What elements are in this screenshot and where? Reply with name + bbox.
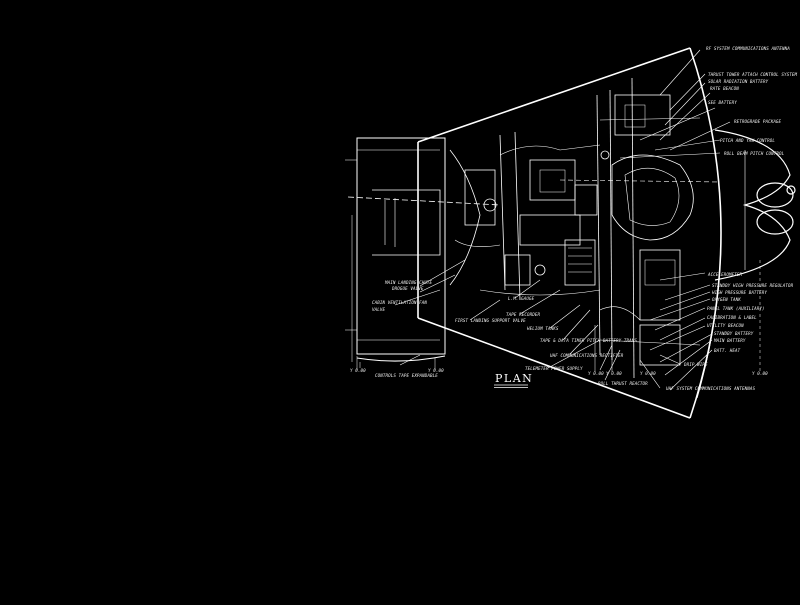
station-marker: Y 0.00	[588, 371, 604, 376]
label-right: UTILITY BEACON	[707, 323, 744, 328]
center-labels: FIRST LANDING SUPPORT VALVE L.M. GAUGE T…	[455, 296, 755, 391]
station-lines	[356, 260, 761, 372]
station-marker: Y 0.00	[350, 368, 366, 373]
label-bottom-left: CONTROLS TAPE EXPANDABLE	[375, 373, 438, 378]
label-right: BATT. HEAT	[714, 348, 741, 353]
station-marker: Y 0.00	[640, 371, 656, 376]
label-center: TELEMETER POWER SUPPLY	[525, 366, 583, 371]
label-left: CABIN VENTILATION FAN	[372, 300, 427, 305]
label-right: SOLAR RADIATION BATTERY	[708, 79, 769, 84]
label-right: ROLL BEAM PITCH CONTROL	[724, 151, 785, 156]
label-center: UHF COMMUNICATIONS RECTIFIER	[550, 353, 624, 358]
station-marker: Y 0.00	[752, 371, 768, 376]
leader-lines-center	[394, 259, 681, 389]
label-right: SEE BATTERY	[708, 100, 737, 105]
antenna-canister	[345, 137, 501, 368]
station-markers: Y 0.00 Y 0.00 Y 0.00 Y 0.00 Y 0.00 Y 0.0…	[350, 368, 768, 376]
label-center: TAPE RECORDER	[506, 312, 540, 317]
heat-shield	[714, 129, 796, 281]
label-left: VALVE	[372, 307, 385, 312]
station-marker: Y 0.00	[606, 371, 622, 376]
label-center: DRIP WIRE	[683, 362, 708, 367]
right-labels: RF SYSTEM COMMUNICATIONS ANTENNA THRUST …	[706, 46, 797, 353]
plan-title: PLAN	[494, 372, 533, 388]
label-right: ACCELEROMETER	[707, 272, 742, 277]
label-right: RATE BEACON	[710, 86, 739, 91]
label-right: MAIN BATTERY	[713, 338, 746, 343]
label-left: MAIN LANDING CHUTE	[384, 280, 433, 285]
capsule-outline	[417, 47, 722, 419]
label-right: THRUST TOWER ATTACH CONTROL SYSTEM	[708, 72, 797, 77]
label-right: PITCH AND YAW CONTROL	[720, 138, 775, 143]
title-underline	[494, 384, 528, 388]
label-right: RF SYSTEM COMMUNICATIONS ANTENNA	[706, 46, 790, 51]
label-left: DROGUE VALVE	[391, 286, 424, 291]
label-center: HELIUM TANKS	[526, 326, 559, 331]
drawing-title: PLAN	[495, 372, 533, 385]
label-center: UHF SYSTEM COMMUNICATIONS ANTENNAS	[666, 386, 755, 391]
station-marker: Y 0.00	[428, 368, 444, 373]
label-right: CALIBRATION & LABEL	[707, 315, 757, 320]
label-right: RETROGRADE PACKAGE	[734, 119, 782, 124]
label-right: STANDBY HIGH PRESSURE REGULATOR	[712, 283, 794, 288]
leader-lines-right	[619, 49, 731, 391]
label-center: L.M. GAUGE	[508, 296, 535, 301]
label-center: FIRST LANDING SUPPORT VALVE	[455, 318, 526, 323]
label-right: OXYGEN TANK	[712, 297, 741, 302]
left-labels: MAIN LANDING CHUTE DROGUE VALVE CABIN VE…	[372, 280, 433, 312]
label-center: ROLL THRUST REACTOR	[598, 381, 648, 386]
label-right: STANDBY BATTERY	[714, 331, 754, 336]
label-right: PANEL TANK (AUXILIARY)	[707, 306, 765, 311]
label-center: TAPE & DATA TIMER PITCH BATTERY TRANS.	[540, 338, 640, 343]
label-right: HIGH PRESSURE BATTERY	[711, 290, 767, 295]
